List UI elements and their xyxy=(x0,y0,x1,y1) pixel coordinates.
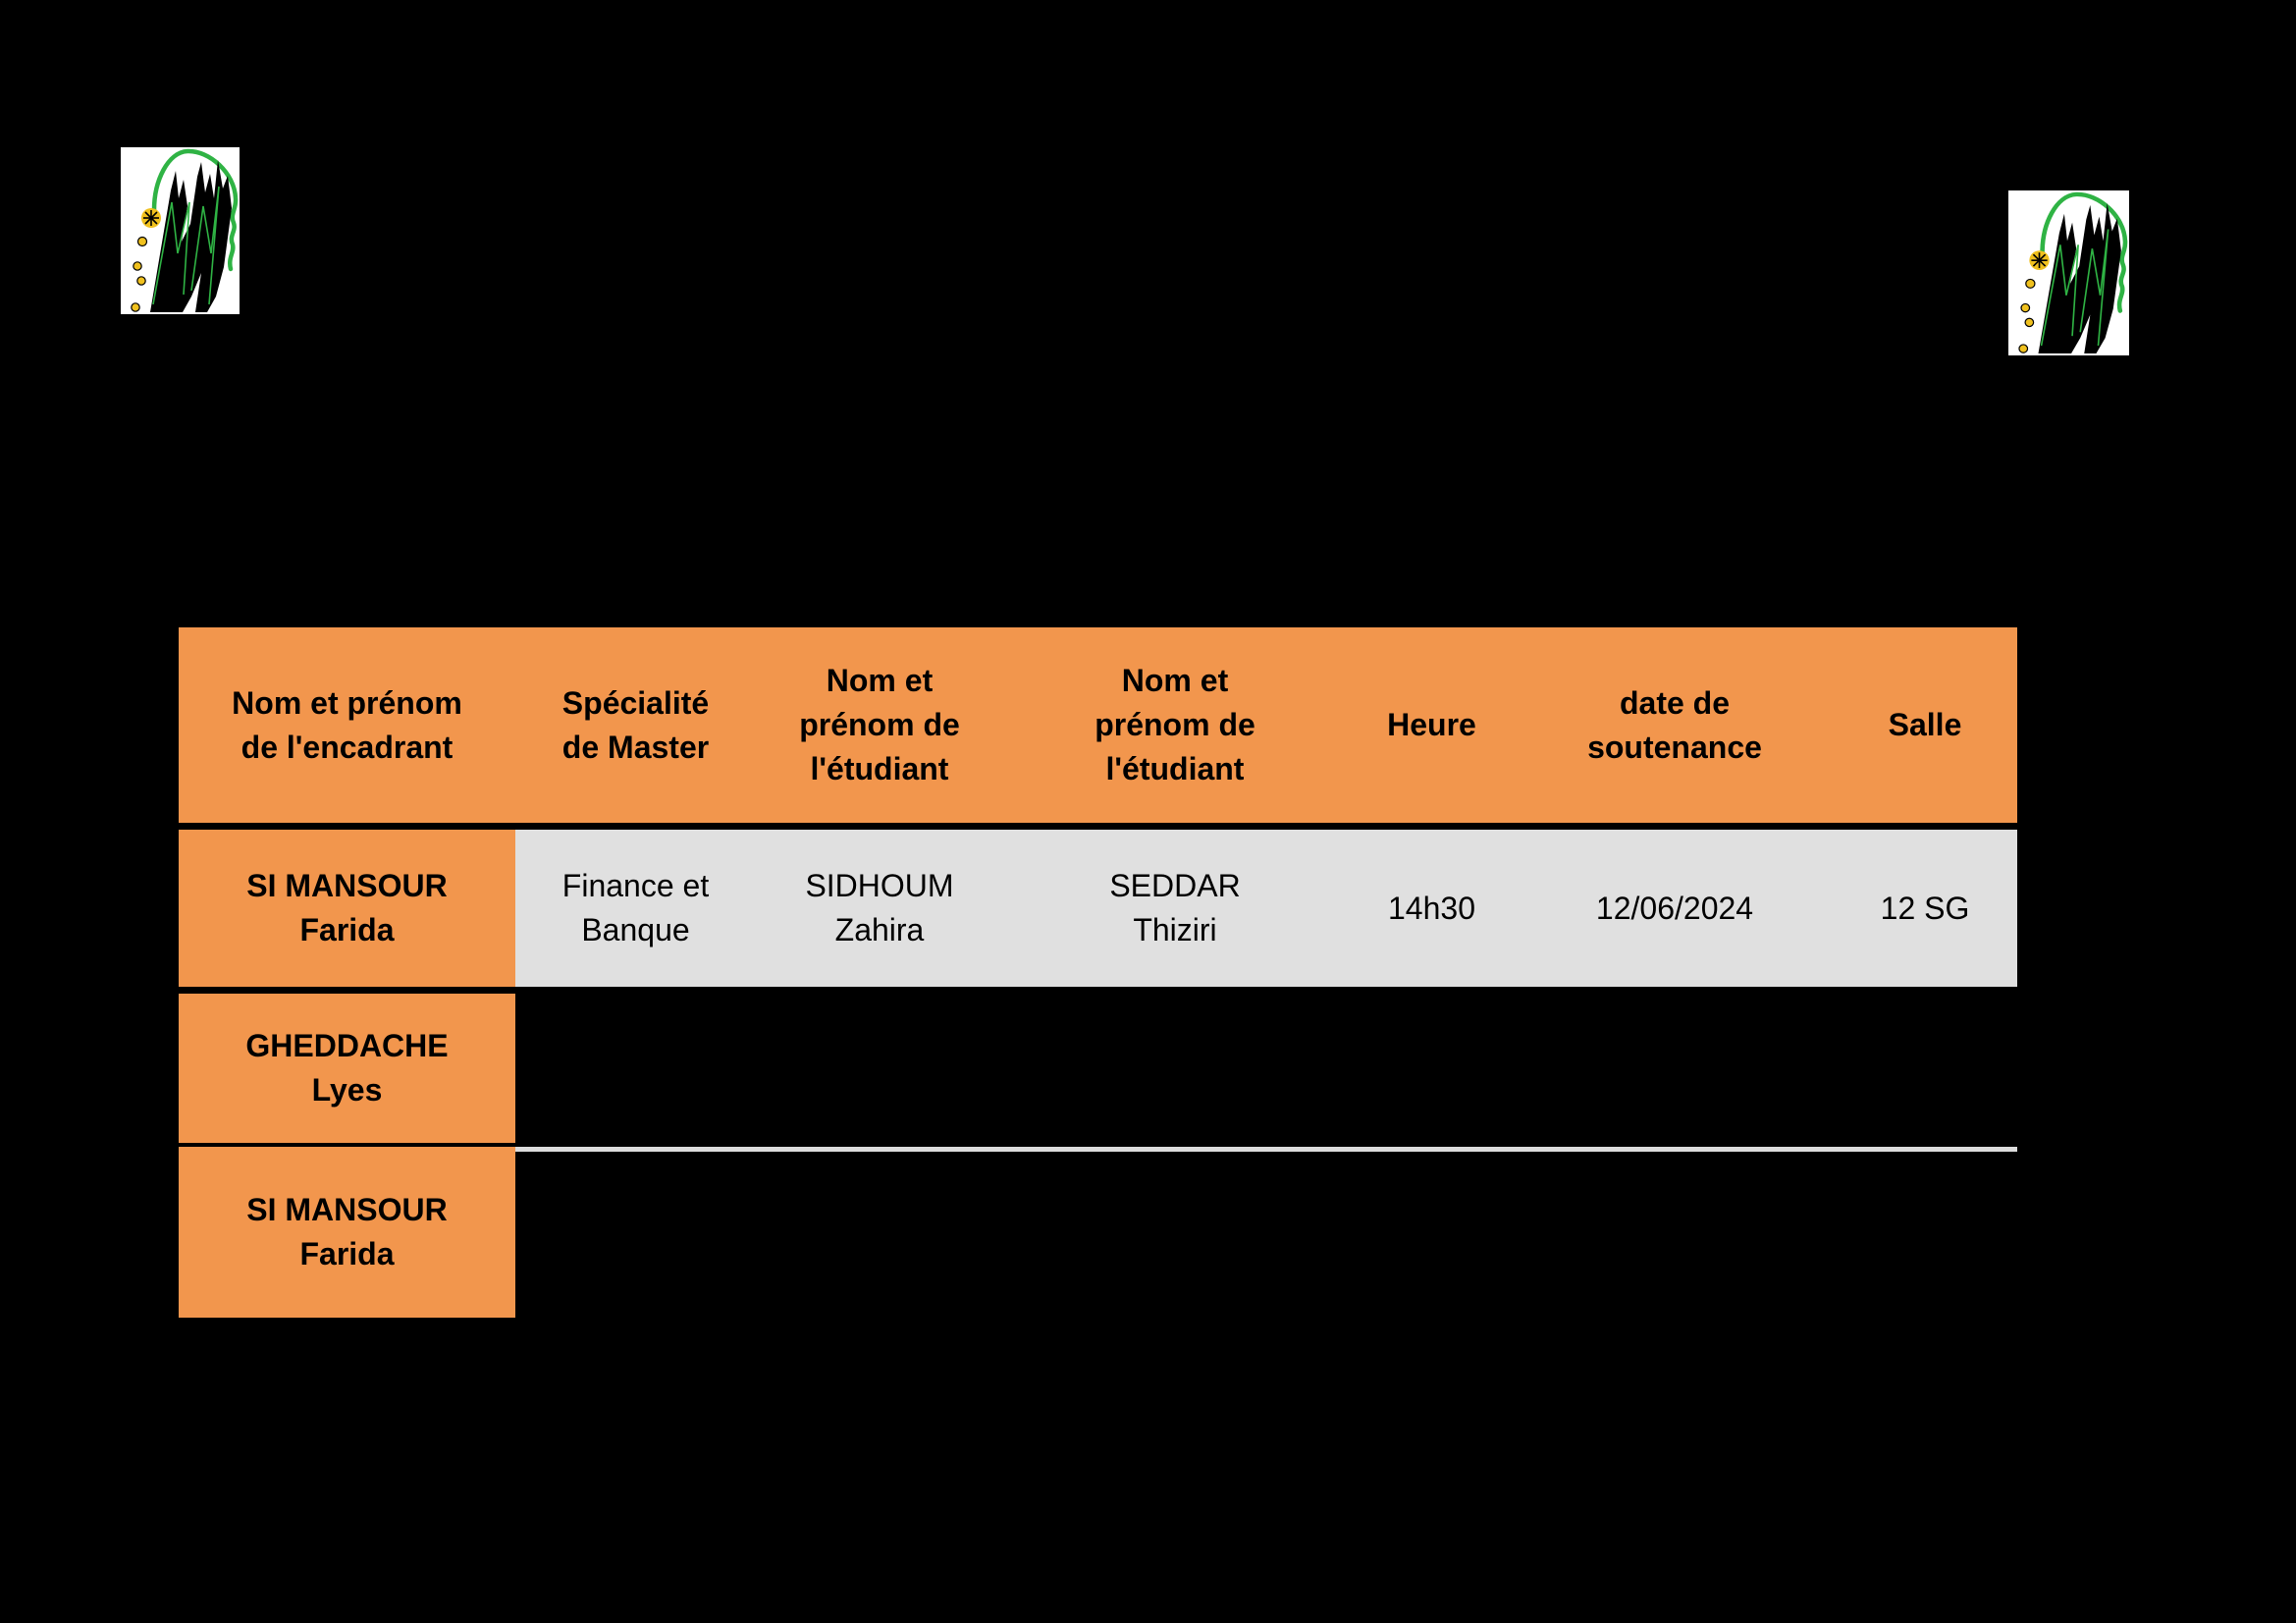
cell-encadrant: SI MANSOUR Farida xyxy=(179,1147,515,1318)
table-row: SI MANSOUR Farida Finance et Banque SIDH… xyxy=(179,830,2017,987)
col-header-heure: Heure xyxy=(1387,707,1476,742)
col-header-etudiant-2: Nom et prénom de l'étudiant xyxy=(1095,663,1255,786)
row-divider-line xyxy=(515,1147,2017,1152)
university-logo-right-icon xyxy=(2008,190,2129,355)
table-row: GHEDDACHE Lyes xyxy=(179,994,2017,1143)
row-separator xyxy=(179,987,2017,994)
cell-etudiant-1: SIDHOUM Zahira xyxy=(756,830,1003,987)
table-header-row: Nom et prénom de l'encadrant Spécialité … xyxy=(179,627,2017,823)
soutenance-schedule-table: Nom et prénom de l'encadrant Spécialité … xyxy=(179,627,2017,1318)
col-header-encadrant: Nom et prénom de l'encadrant xyxy=(232,684,462,765)
cell-etudiant-2: SEDDAR Thiziri xyxy=(1003,830,1347,987)
table-row: SI MANSOUR Farida xyxy=(179,1147,2017,1318)
university-logo-left-icon xyxy=(121,147,240,314)
row-separator xyxy=(179,823,2017,830)
cell-date: 12/06/2024 xyxy=(1517,830,1833,987)
col-header-specialite: Spécialité de Master xyxy=(561,684,710,765)
col-header-salle: Salle xyxy=(1888,707,1962,742)
cell-encadrant: GHEDDACHE Lyes xyxy=(179,994,515,1143)
cell-specialite: Finance et Banque xyxy=(515,830,756,987)
cell-heure: 14h30 xyxy=(1347,830,1517,987)
cell-salle: 12 SG xyxy=(1833,830,2017,987)
col-header-etudiant-1: Nom et prénom de l'étudiant xyxy=(799,663,960,786)
col-header-date: date de soutenance xyxy=(1587,684,1762,765)
cell-encadrant: SI MANSOUR Farida xyxy=(179,830,515,987)
